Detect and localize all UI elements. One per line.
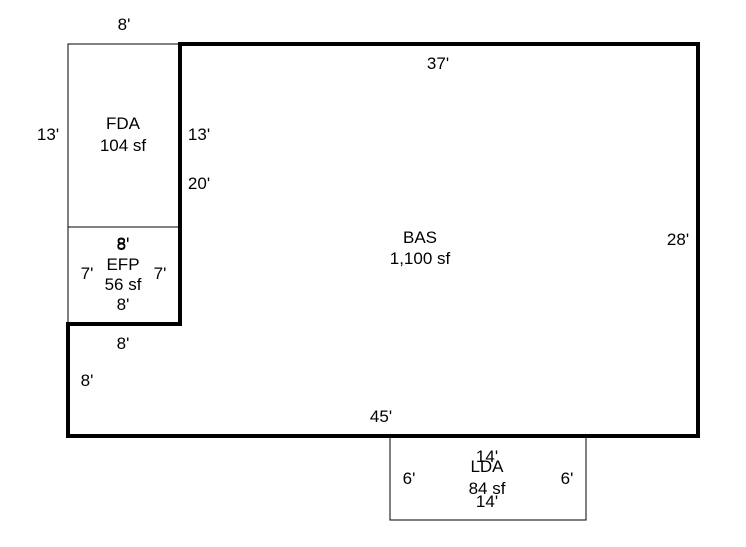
- dim-efp-left: 7': [81, 264, 94, 283]
- bas-outline: [66, 42, 700, 438]
- dim-lda-left: 6': [403, 469, 416, 488]
- dim-bas-step: 20': [188, 174, 210, 193]
- efp-area-label: 56 sf: [105, 275, 142, 294]
- lda-code-label: LDA: [470, 457, 504, 476]
- dim-bas-right: 28': [667, 230, 689, 249]
- dim-efp-right: 7': [154, 264, 167, 283]
- dim-notch-width: 8': [117, 334, 130, 353]
- dim-fda-top: 8': [118, 15, 131, 34]
- fda-area-label: 104 sf: [100, 136, 147, 155]
- dim-lda-top: 14': [476, 447, 498, 466]
- lda-area-label: 84 sf: [469, 479, 506, 498]
- dim-efp-top-a: 8': [117, 234, 130, 253]
- dim-notch-height: 8': [81, 371, 94, 390]
- dim-lda-bottom: 14': [476, 492, 498, 511]
- dim-bas-bottom: 45': [370, 407, 392, 426]
- efp-code-label: EFP: [106, 255, 139, 274]
- dim-fda-left: 13': [37, 125, 59, 144]
- dim-efp-bottom: 8': [117, 295, 130, 314]
- fda-code-label: FDA: [106, 114, 141, 133]
- bas-area-label: 1,100 sf: [390, 249, 451, 268]
- dim-fda-right: 13': [188, 125, 210, 144]
- dim-bas-top: 37': [427, 54, 449, 73]
- dim-efp-top-b: 8': [117, 235, 130, 254]
- dim-lda-right: 6': [561, 469, 574, 488]
- bas-code-label: BAS: [403, 228, 437, 247]
